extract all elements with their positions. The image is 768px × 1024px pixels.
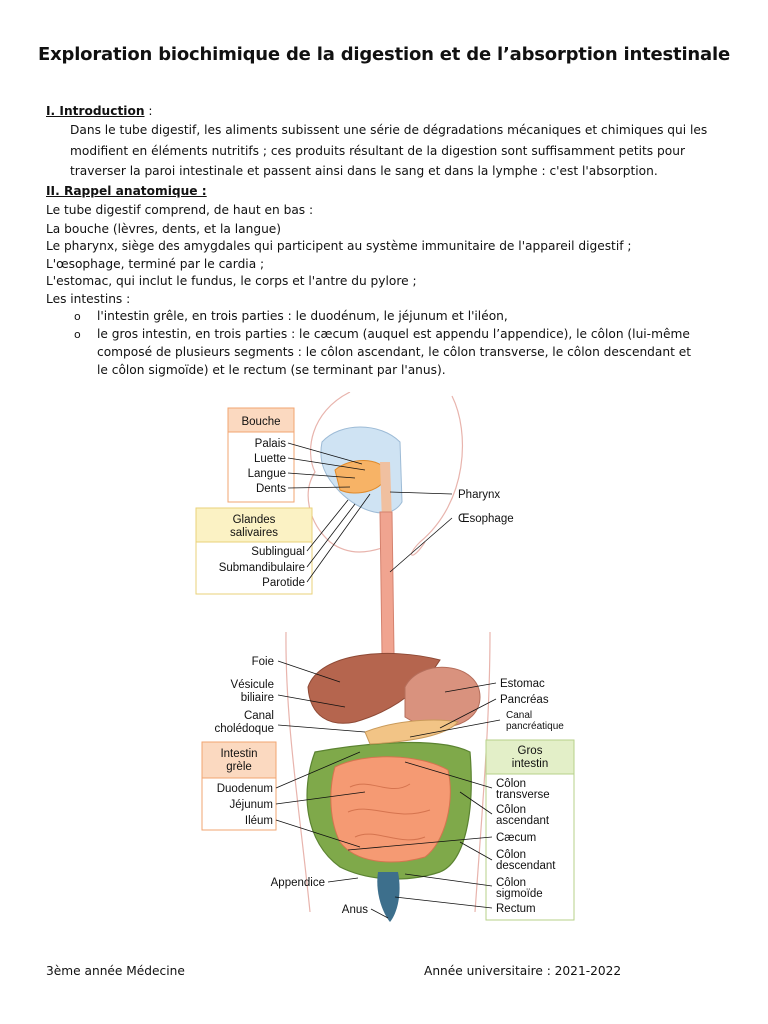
rappel-line-3: Le pharynx, siège des amygdales qui part… (46, 239, 632, 253)
label-jejunum: Jéjunum (230, 799, 273, 811)
label-oesophage: Œsophage (458, 513, 514, 525)
body-outline-right (410, 395, 464, 556)
label-canal-pancreatique-1: Canal (506, 710, 532, 721)
label-canal-1: Canal (244, 710, 274, 722)
rappel-line-5: L'estomac, qui inclut le fundus, le corp… (46, 274, 417, 288)
bullet-marker-1: o (74, 310, 81, 323)
bullet-line-3: composé de plusieurs segments : le côlon… (97, 345, 692, 359)
bouche-title-box (227, 407, 295, 433)
label-rectum: Rectum (496, 903, 536, 915)
label-dents: Dents (256, 483, 286, 495)
label-foie: Foie (252, 656, 274, 668)
bullet-line-1: l'intestin grêle, en trois parties : le … (97, 309, 508, 323)
label-colon-transverse-2: transverse (496, 789, 550, 801)
intro-line-2: modifient en éléments nutritifs ; ces pr… (70, 144, 685, 158)
glandes-items-box (195, 541, 313, 595)
label-colon-sigmoide-2: sigmoïde (496, 888, 543, 900)
gros-title-box (485, 739, 575, 775)
rappel-line-2: La bouche (lèvres, dents, et la langue) (46, 222, 282, 236)
document-title: Exploration biochimique de la digestion … (38, 44, 730, 65)
label-canal-2: cholédoque (215, 723, 274, 735)
bullet-marker-2: o (74, 328, 81, 341)
torso-outline-right (474, 631, 491, 913)
label-luette: Luette (254, 453, 286, 465)
rappel-heading: II. Rappel anatomique : (46, 184, 207, 198)
footer-right: Année universitaire : 2021-2022 (424, 964, 622, 978)
label-parotide: Parotide (262, 577, 305, 589)
label-colon-ascendant-2: ascendant (496, 815, 550, 827)
grele-title-1: Intestin (220, 748, 257, 760)
bullet-line-2: le gros intestin, en trois parties : le … (97, 327, 690, 341)
label-colon-sigmoide-1: Côlon (496, 877, 526, 889)
label-vesicule-2: biliaire (241, 692, 274, 704)
intro-heading-line: I. Introduction : (46, 102, 153, 121)
bullet-line-4: le côlon sigmoïde) et le rectum (se term… (97, 363, 446, 377)
gros-items-box (485, 773, 575, 921)
grele-items-box (201, 777, 277, 831)
grele-title-2: grèle (226, 761, 252, 773)
label-colon-ascendant-1: Côlon (496, 804, 526, 816)
intro-heading: I. Introduction (46, 104, 145, 118)
intro-colon: : (144, 104, 153, 118)
glandes-title-box (195, 507, 313, 543)
label-colon-descendant-1: Côlon (496, 849, 526, 861)
label-pharynx: Pharynx (458, 489, 500, 501)
esophagus (379, 511, 395, 655)
pharynx-shape (380, 462, 392, 522)
intro-line-3: traverser la paroi intestinale et passen… (70, 164, 658, 178)
digestive-system-diagram: Bouche Palais Luette Langue Dents Glande… (195, 392, 575, 922)
body-outline (307, 392, 386, 553)
label-duodenum: Duodenum (217, 783, 273, 795)
bouche-items-box (227, 431, 295, 503)
rappel-line-1: Le tube digestif comprend, de haut en ba… (46, 203, 314, 217)
rectum (377, 872, 400, 922)
glandes-title-2: salivaires (230, 527, 278, 539)
small-intestine (330, 756, 451, 863)
bouche-title: Bouche (241, 416, 280, 428)
label-anus: Anus (342, 904, 368, 916)
label-pancreas: Pancréas (500, 694, 549, 706)
label-ileum: Iléum (245, 815, 273, 827)
label-canal-pancreatique-2: pancréatique (506, 721, 564, 732)
label-estomac: Estomac (500, 678, 545, 690)
stomach (404, 666, 481, 728)
label-appendice: Appendice (271, 877, 325, 889)
gros-title-1: Gros (518, 745, 543, 757)
label-submandibulaire: Submandibulaire (219, 562, 305, 574)
rappel-line-6: Les intestins : (46, 292, 131, 306)
label-sublingual: Sublingual (251, 546, 305, 558)
footer-left: 3ème année Médecine (46, 964, 185, 978)
gros-title-2: intestin (512, 758, 548, 770)
label-langue: Langue (248, 468, 286, 480)
label-vesicule-1: Vésicule (231, 679, 274, 691)
label-caecum: Cæcum (496, 832, 536, 844)
glandes-title-1: Glandes (233, 514, 276, 526)
intro-line-1: Dans le tube digestif, les aliments subi… (70, 123, 708, 137)
label-colon-transverse-1: Côlon (496, 778, 526, 790)
pancreas (364, 719, 459, 745)
torso-outline-left (285, 631, 311, 913)
grele-title-box (201, 741, 277, 779)
label-palais: Palais (255, 438, 287, 450)
rappel-line-4: L'œsophage, terminé par le cardia ; (46, 257, 265, 271)
label-colon-descendant-2: descendant (496, 860, 556, 872)
